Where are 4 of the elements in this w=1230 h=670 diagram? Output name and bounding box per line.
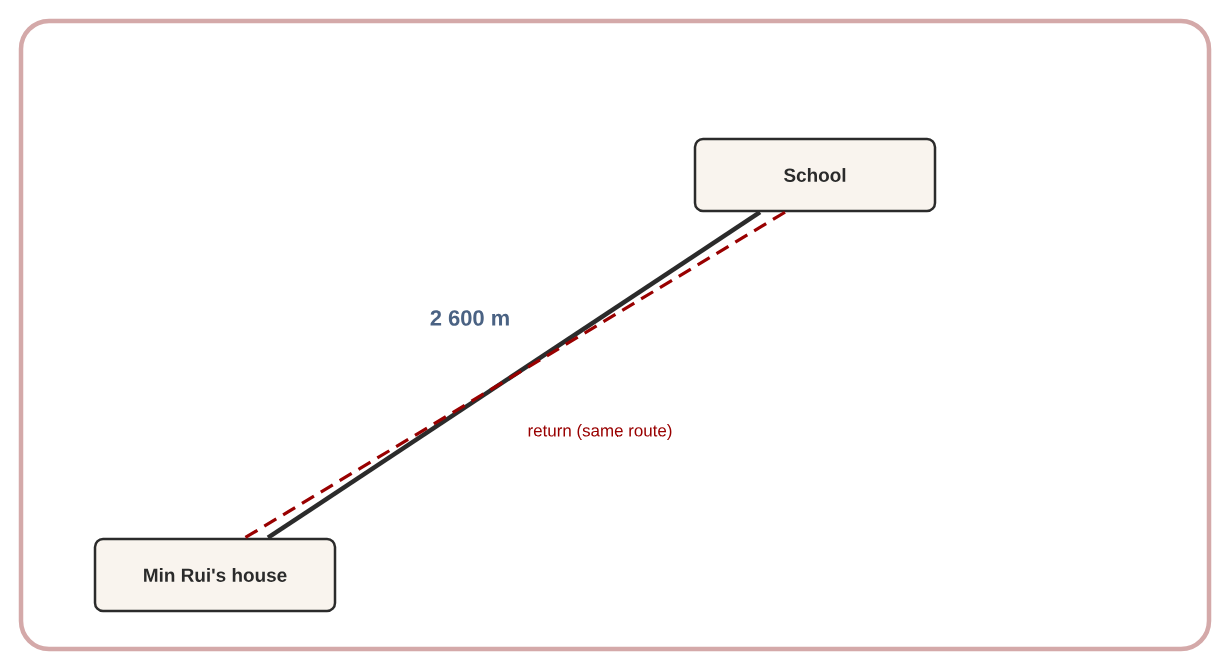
- place-box: School: [693, 137, 937, 213]
- place-box: Min Rui's house: [93, 537, 337, 613]
- edge-label: return (same route): [525, 422, 675, 442]
- edge-label: 2 600 m: [427, 308, 513, 328]
